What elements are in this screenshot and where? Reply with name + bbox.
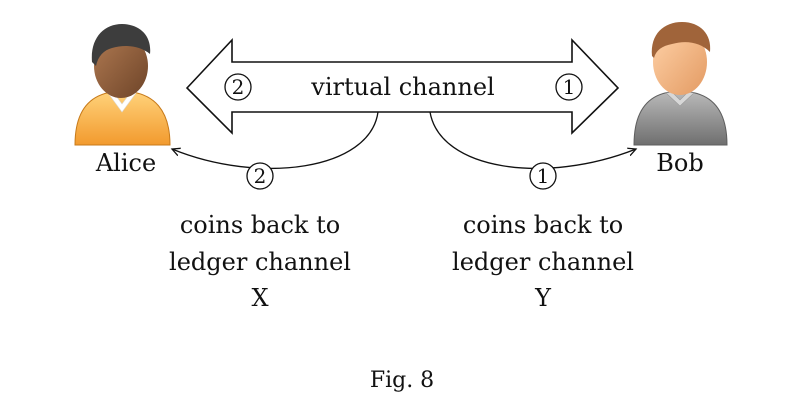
flow-marker-right-number: 1 bbox=[537, 164, 550, 188]
step-marker-right bbox=[555, 73, 583, 101]
bob-avatar bbox=[633, 22, 728, 146]
flow-to-bob bbox=[429, 111, 636, 170]
flow-marker-left-number: 2 bbox=[254, 164, 267, 188]
step-marker-left-number: 2 bbox=[232, 75, 245, 99]
right-caption-line2: ledger channel bbox=[452, 248, 634, 276]
alice-body bbox=[74, 91, 171, 146]
flow-to-alice bbox=[172, 111, 379, 170]
flow-marker-left bbox=[246, 162, 274, 190]
right-caption-line1: coins back to bbox=[463, 211, 623, 239]
left-caption-line1: coins back to bbox=[180, 211, 340, 239]
flow-marker-right bbox=[529, 162, 557, 190]
figure-label: Fig. 8 bbox=[370, 368, 434, 393]
virtual-channel-arrow bbox=[185, 37, 620, 135]
left-caption-line3: X bbox=[251, 284, 268, 312]
alice-name: Alice bbox=[95, 149, 156, 177]
right-caption-line3: Y bbox=[534, 284, 552, 312]
alice-hair bbox=[91, 24, 151, 66]
channel-label: virtual channel bbox=[310, 73, 494, 101]
alice-avatar bbox=[74, 24, 171, 146]
step-marker-right-number: 1 bbox=[563, 75, 576, 99]
bob-hair bbox=[651, 22, 711, 58]
bob-name: Bob bbox=[656, 149, 703, 177]
alice-head bbox=[94, 34, 148, 98]
step-marker-left bbox=[224, 73, 252, 101]
bob-head bbox=[653, 29, 707, 95]
left-caption-line2: ledger channel bbox=[169, 248, 351, 276]
